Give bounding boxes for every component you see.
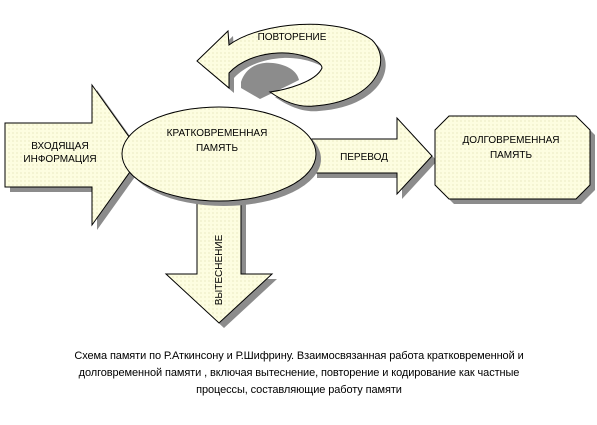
repetition-loop-arrow: ПОВТОРЕНИЕ (196, 23, 386, 112)
short-term-label-line2: ПАМЯТЬ (196, 143, 239, 154)
short-term-label-line1: КРАТКОВРЕМЕННАЯ (167, 128, 268, 139)
memory-diagram: ПОВТОРЕНИЕ ВЫТЕСНЕНИЕ ВХОДЯЩАЯ ИНФОРМАЦИ… (4, 23, 595, 328)
caption-line1: Схема памяти по Р.Аткинсону и Р.Шифрину.… (74, 350, 524, 362)
figure-caption: Схема памяти по Р.Аткинсону и Р.Шифрину.… (14, 348, 584, 399)
long-term-label-line2: ПАМЯТЬ (490, 150, 533, 161)
input-label-line2: ИНФОРМАЦИЯ (23, 154, 96, 165)
displacement-arrow: ВЫТЕСНЕНИЕ (164, 197, 277, 328)
transfer-label: ПЕРЕВОД (340, 152, 388, 163)
short-term-memory-node: КРАТКОВРЕМЕННАЯ ПАМЯТЬ (121, 106, 321, 206)
long-term-memory-node: ДОЛГОВРЕМЕННАЯ ПАМЯТЬ (434, 115, 595, 204)
displacement-label: ВЫТЕСНЕНИЕ (214, 234, 225, 305)
repetition-label: ПОВТОРЕНИЕ (258, 32, 327, 43)
caption-line2: долговременной памяти , включая вытеснен… (78, 367, 520, 379)
input-information-arrow: ВХОДЯЩАЯ ИНФОРМАЦИЯ (4, 83, 147, 230)
transfer-arrow: ПЕРЕВОД (311, 116, 437, 199)
long-term-label-line1: ДОЛГОВРЕМЕННАЯ (463, 135, 560, 146)
caption-line3: процессы, составляющие работу памяти (196, 384, 402, 396)
input-label-line1: ВХОДЯЩАЯ (31, 141, 88, 152)
